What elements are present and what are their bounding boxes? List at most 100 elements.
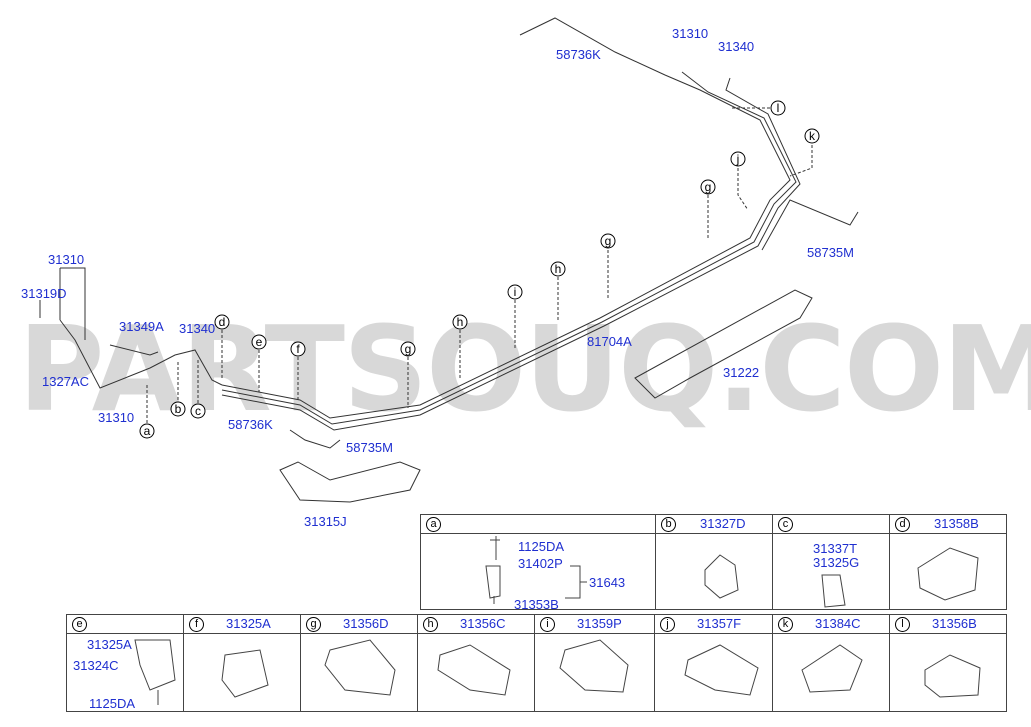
cell-g-part[interactable]: 31356D xyxy=(343,616,389,631)
cell-ref-g: g xyxy=(306,617,321,632)
cell-i: i 31359P xyxy=(534,614,655,712)
ref-g3: g xyxy=(705,180,712,194)
ref-e: e xyxy=(256,335,263,349)
label-58735M-mid[interactable]: 58735M xyxy=(346,440,393,455)
cell-ref-e: e xyxy=(72,617,87,632)
ref-i: i xyxy=(514,285,517,299)
cell-k-part[interactable]: 31384C xyxy=(815,616,861,631)
ref-circle-h1[interactable] xyxy=(452,314,468,330)
fuel-line-branch xyxy=(761,199,859,251)
cell-e-item-1[interactable]: 31325A xyxy=(87,637,132,652)
ref-circle-d[interactable] xyxy=(214,314,230,330)
cell-ref-c: c xyxy=(778,517,793,532)
cell-e-item-2[interactable]: 31324C xyxy=(73,658,119,673)
cell-a: a 1125DA 31402P 31643 31353B xyxy=(420,514,656,612)
cell-e-item-3[interactable]: 1125DA xyxy=(89,696,136,711)
cell-h: h 31356C xyxy=(417,614,535,712)
cell-l: l 31356B xyxy=(889,614,1007,712)
cell-a-item-1[interactable]: 1125DA xyxy=(518,539,565,554)
cell-f: f 31325A xyxy=(183,614,301,712)
cell-j-part[interactable]: 31357F xyxy=(697,616,742,631)
cell-h-part[interactable]: 31356C xyxy=(460,616,506,631)
cell-e: e 31325A 31324C 1125DA xyxy=(66,614,184,712)
ref-circle-g1[interactable] xyxy=(400,341,416,357)
ref-k: k xyxy=(809,129,816,143)
label-81704A[interactable]: 81704A xyxy=(587,334,632,349)
cell-a-item-3[interactable]: 31643 xyxy=(589,575,626,590)
cell-c-item-1[interactable]: 31337T xyxy=(813,541,858,556)
ref-circle-a[interactable] xyxy=(139,423,155,439)
ref-j: j xyxy=(736,152,740,166)
fuel-line-3 xyxy=(221,77,801,431)
ref-circle-b[interactable] xyxy=(170,401,186,417)
label-31310-bottom[interactable]: 31310 xyxy=(98,410,134,425)
cell-ref-k: k xyxy=(778,617,793,632)
hose-31349A xyxy=(109,344,159,356)
watermark: PARTSOUQ.COM xyxy=(18,300,1031,438)
ref-f: f xyxy=(296,342,300,356)
ref-d: d xyxy=(219,315,226,329)
label-31222[interactable]: 31222 xyxy=(723,365,759,380)
fuel-line-1 xyxy=(221,17,791,419)
ref-b: b xyxy=(175,402,182,416)
ref-c: c xyxy=(195,404,201,418)
cell-k: k 31384C xyxy=(772,614,890,712)
label-31340-top[interactable]: 31340 xyxy=(718,39,754,54)
cell-ref-l: l xyxy=(895,617,910,632)
label-58735M-right[interactable]: 58735M xyxy=(807,245,854,260)
label-31349A[interactable]: 31349A xyxy=(119,319,164,334)
ref-circle-e[interactable] xyxy=(251,334,267,350)
label-1327AC[interactable]: 1327AC xyxy=(42,374,89,389)
label-31310-top[interactable]: 31310 xyxy=(672,26,708,41)
heat-shield-31315J xyxy=(279,461,421,503)
label-58736K-mid[interactable]: 58736K xyxy=(228,417,273,432)
bracket-31222 xyxy=(634,289,813,399)
ref-circle-c[interactable] xyxy=(190,403,206,419)
ref-circle-i[interactable] xyxy=(507,284,523,300)
label-58736K-top[interactable]: 58736K xyxy=(556,47,601,62)
ref-a: a xyxy=(144,424,151,438)
cell-l-part[interactable]: 31356B xyxy=(932,616,977,631)
leader-31310-left xyxy=(59,267,86,340)
fuel-line-2 xyxy=(221,71,797,425)
cell-c: c 31337T 31325G xyxy=(772,514,890,610)
ref-circle-l[interactable] xyxy=(770,100,786,116)
ref-h1: h xyxy=(457,315,464,329)
ref-circle-f[interactable] xyxy=(290,341,306,357)
cell-ref-h: h xyxy=(423,617,438,632)
cell-b: b 31327D xyxy=(655,514,773,610)
cell-d: d 31358B xyxy=(889,514,1007,610)
cell-ref-i: i xyxy=(540,617,555,632)
cell-ref-f: f xyxy=(189,617,204,632)
cell-ref-d: d xyxy=(895,517,910,532)
ref-circle-k[interactable] xyxy=(804,128,820,144)
cell-a-item-2[interactable]: 31402P xyxy=(518,556,563,571)
cell-g: g 31356D xyxy=(300,614,418,712)
fuel-line-left xyxy=(59,319,223,389)
ref-g1: g xyxy=(405,342,412,356)
ref-circle-g2[interactable] xyxy=(600,233,616,249)
label-31319D[interactable]: 31319D xyxy=(21,286,67,301)
cell-ref-j: j xyxy=(660,617,675,632)
cell-a-item-4[interactable]: 31353B xyxy=(514,597,559,612)
cell-c-item-2[interactable]: 31325G xyxy=(813,555,860,570)
ref-circle-h2[interactable] xyxy=(550,261,566,277)
cell-d-part[interactable]: 31358B xyxy=(934,516,979,531)
label-31310-left[interactable]: 31310 xyxy=(48,252,84,267)
ref-g2: g xyxy=(605,234,612,248)
ref-l: l xyxy=(777,101,780,115)
cell-b-part[interactable]: 31327D xyxy=(700,516,746,531)
ref-circle-g3[interactable] xyxy=(700,179,716,195)
label-31340-mid[interactable]: 31340 xyxy=(179,321,215,336)
label-31315J[interactable]: 31315J xyxy=(304,514,347,529)
fuel-line-58736K xyxy=(289,429,341,449)
ref-circle-j[interactable] xyxy=(730,151,746,167)
cell-f-part[interactable]: 31325A xyxy=(226,616,271,631)
cell-i-part[interactable]: 31359P xyxy=(577,616,622,631)
cell-j: j 31357F xyxy=(654,614,773,712)
cell-ref-a: a xyxy=(426,517,441,532)
ref-h2: h xyxy=(555,262,562,276)
cell-ref-b: b xyxy=(661,517,676,532)
